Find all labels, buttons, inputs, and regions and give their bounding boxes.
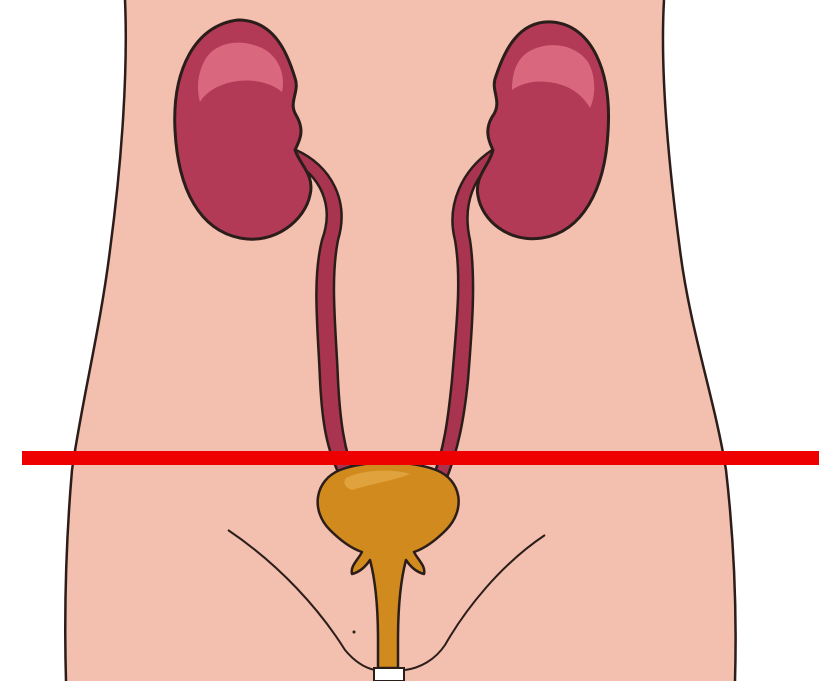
skin-mark <box>353 631 356 634</box>
red-marker-line <box>22 451 819 465</box>
urethra-opening <box>374 668 404 681</box>
